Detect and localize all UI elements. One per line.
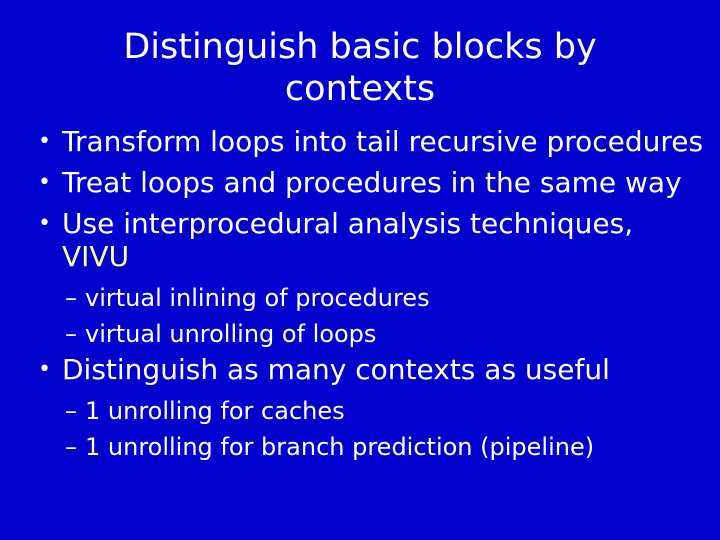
sub-bullet-item: –1 unrolling for caches bbox=[38, 394, 706, 428]
sub-bullet-item: –virtual unrolling of loops bbox=[38, 317, 706, 351]
bullet-text: Transform loops into tail recursive proc… bbox=[62, 125, 704, 158]
bullet-text: Use interprocedural analysis techniques,… bbox=[62, 207, 634, 273]
bullet-text: 1 unrolling for caches bbox=[85, 397, 345, 425]
bullet-item: • Treat loops and procedures in the same … bbox=[38, 166, 706, 199]
sub-bullet-item: –virtual inlining of procedures bbox=[38, 281, 706, 315]
bullet-list: • Transform loops into tail recursive pro… bbox=[0, 125, 720, 464]
highlight-text: VIVU bbox=[62, 240, 130, 273]
bullet-text: Treat loops and procedures in the same w… bbox=[62, 166, 682, 199]
bullet-text: Distinguish as many contexts as useful bbox=[62, 353, 610, 386]
dash-marker: – bbox=[65, 397, 77, 425]
dash-marker: – bbox=[65, 433, 77, 461]
bullet-marker: • bbox=[38, 129, 51, 154]
sub-bullet-item: –1 unrolling for branch prediction (pipe… bbox=[38, 430, 706, 464]
bullet-item: • Use interprocedural analysis techniques… bbox=[38, 207, 706, 273]
bullet-marker: • bbox=[38, 170, 51, 195]
bullet-item: • Distinguish as many contexts as useful bbox=[38, 353, 706, 386]
bullet-marker: • bbox=[38, 357, 51, 382]
slide-title: Distinguish basic blocks by contexts bbox=[123, 27, 597, 109]
dash-marker: – bbox=[65, 320, 77, 348]
bullet-marker: • bbox=[38, 211, 51, 236]
bullet-text: virtual unrolling of loops bbox=[85, 320, 377, 348]
dash-marker: – bbox=[65, 284, 77, 312]
bullet-item: • Transform loops into tail recursive pro… bbox=[38, 125, 706, 158]
bullet-text: virtual inlining of procedures bbox=[85, 284, 430, 312]
bullet-text: 1 unrolling for branch prediction (pipel… bbox=[85, 433, 595, 461]
